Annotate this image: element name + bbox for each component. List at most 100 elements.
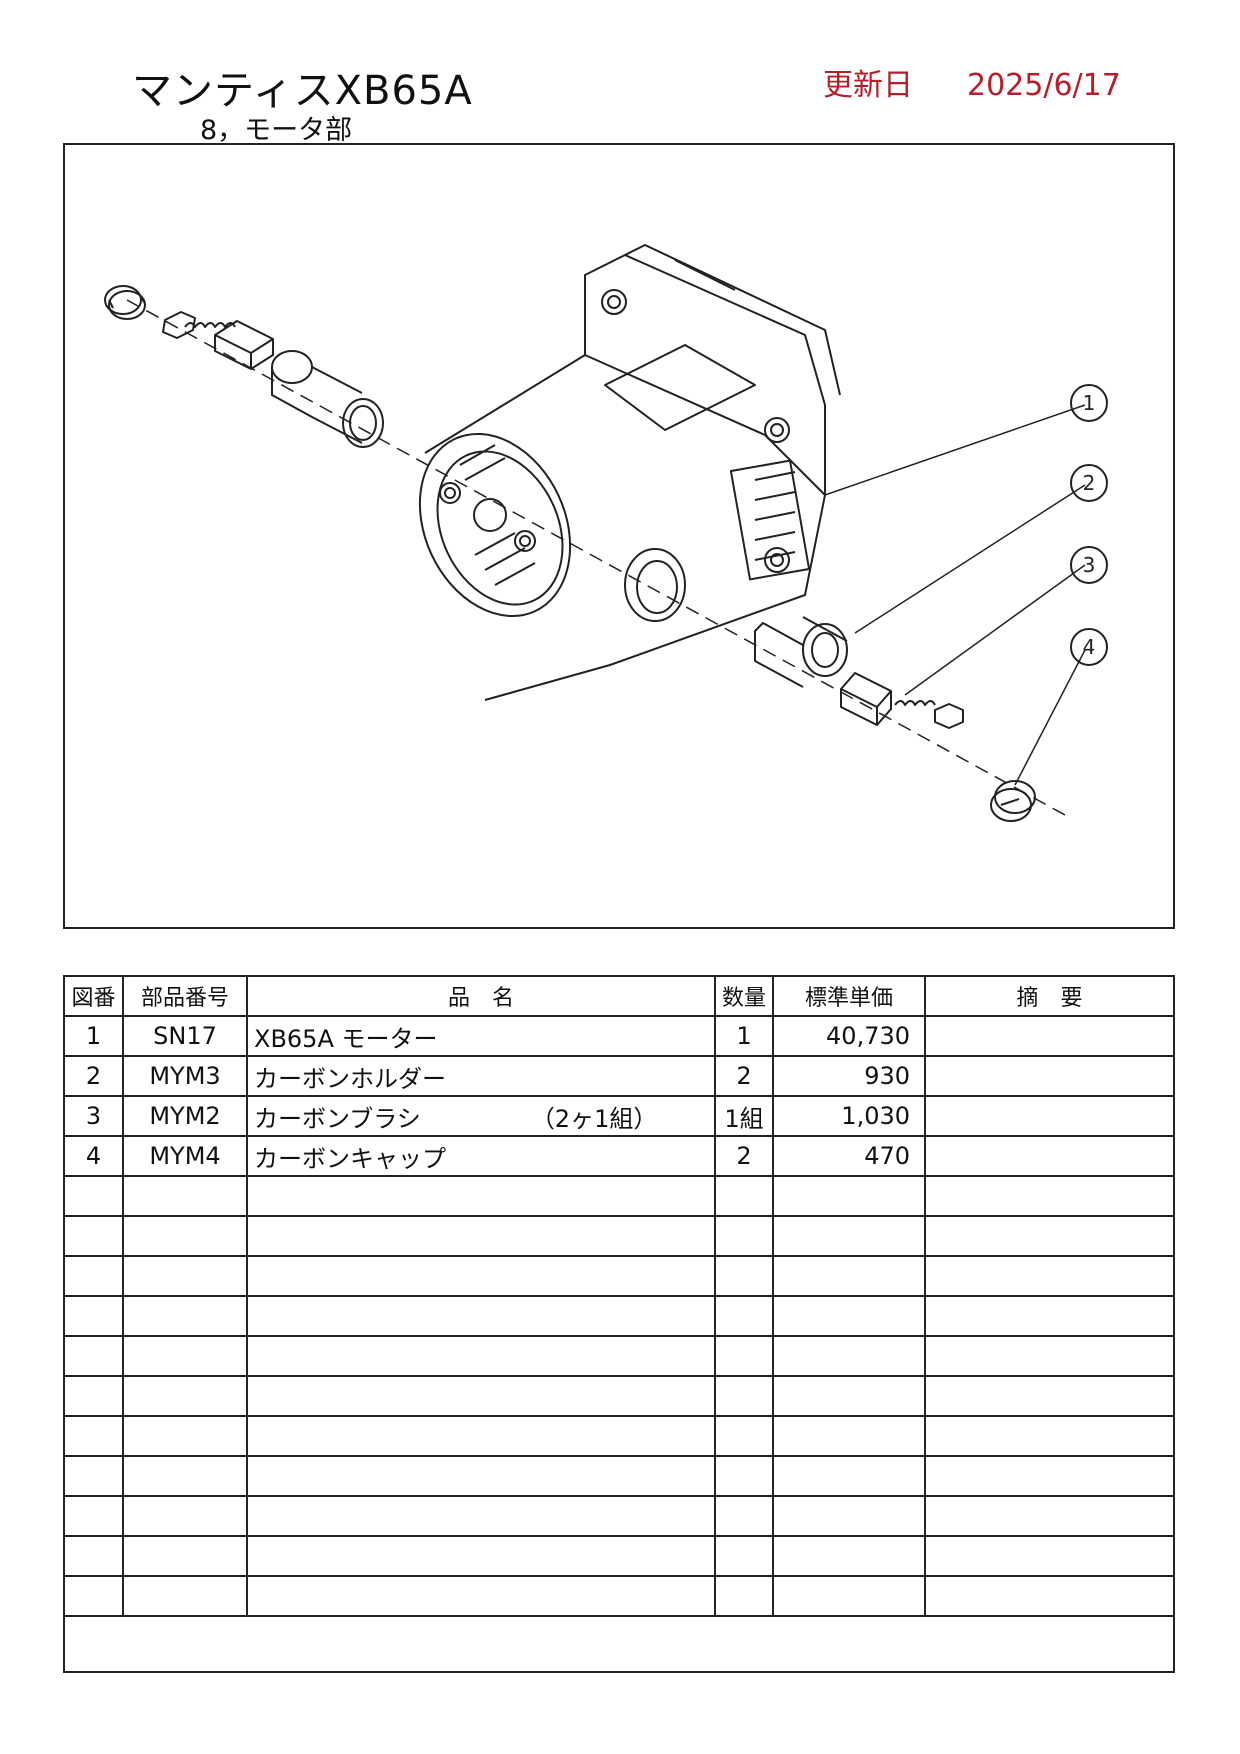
cell-note xyxy=(924,1495,1175,1537)
cell-price xyxy=(772,1255,927,1297)
cell-price xyxy=(772,1455,927,1497)
cell-no xyxy=(63,1415,124,1457)
cell-note xyxy=(924,1135,1175,1177)
cell-name xyxy=(246,1375,716,1417)
table-row-empty xyxy=(63,1375,1175,1417)
cell-qty xyxy=(713,1215,775,1257)
cell-qty xyxy=(713,1455,775,1497)
cell-no xyxy=(63,1255,124,1297)
cell-no xyxy=(63,1495,124,1537)
update-date: 2025/6/17 xyxy=(967,68,1121,103)
cell-part-number xyxy=(122,1175,248,1217)
cell-qty xyxy=(713,1415,775,1457)
cell-price xyxy=(772,1335,927,1377)
cell-price: 1,030 xyxy=(772,1095,927,1137)
cell-note xyxy=(924,1455,1175,1497)
cell-price: 930 xyxy=(772,1055,927,1097)
cell-price xyxy=(772,1415,927,1457)
table-row-empty xyxy=(63,1175,1175,1217)
table-row-empty xyxy=(63,1575,1175,1617)
cell-no xyxy=(63,1535,124,1577)
cell-name: カーボンキャップ xyxy=(246,1135,716,1177)
cell-price xyxy=(772,1535,927,1577)
cell-part-number xyxy=(122,1375,248,1417)
page-title: マンティスXB65A xyxy=(132,68,473,114)
cell-part-number xyxy=(122,1415,248,1457)
cell-no: 2 xyxy=(63,1055,124,1097)
table-row-empty xyxy=(63,1255,1175,1297)
footer-cell xyxy=(63,1615,1175,1673)
cell-note xyxy=(924,1175,1175,1217)
leader-lines xyxy=(824,404,1086,786)
cell-note xyxy=(924,1335,1175,1377)
cell-part-number xyxy=(122,1455,248,1497)
cell-no xyxy=(63,1295,124,1337)
part-name: カーボンホルダー xyxy=(254,1064,446,1093)
cell-name xyxy=(246,1295,716,1337)
cell-part-number xyxy=(122,1335,248,1377)
cell-no xyxy=(63,1375,124,1417)
table-row-empty xyxy=(63,1335,1175,1377)
cell-name xyxy=(246,1575,716,1617)
cell-note xyxy=(924,1215,1175,1257)
cell-note xyxy=(924,1375,1175,1417)
right-brush-drawing xyxy=(840,672,964,729)
cell-note xyxy=(924,1095,1175,1137)
motor-exploded-view: 1 2 3 4 xyxy=(104,244,1108,822)
left-brush-drawing xyxy=(162,311,274,370)
cell-price xyxy=(772,1575,927,1617)
cell-qty: 2 xyxy=(713,1135,775,1177)
table-row-empty xyxy=(63,1295,1175,1337)
cell-name xyxy=(246,1455,716,1497)
cell-name xyxy=(246,1215,716,1257)
left-holder-drawing xyxy=(271,350,384,448)
cell-qty: 1組 xyxy=(713,1095,775,1137)
cell-no: 4 xyxy=(63,1135,124,1177)
cell-no xyxy=(63,1575,124,1617)
header-part-number: 部品番号 xyxy=(122,975,248,1017)
cell-qty xyxy=(713,1495,775,1537)
cell-part-number xyxy=(122,1215,248,1257)
cell-note xyxy=(924,1255,1175,1297)
cell-name xyxy=(246,1495,716,1537)
cell-price xyxy=(772,1375,927,1417)
part-name: XB65A モーター xyxy=(254,1024,438,1053)
cell-qty: 1 xyxy=(713,1015,775,1057)
cell-note xyxy=(924,1055,1175,1097)
cell-part-number: MYM4 xyxy=(122,1135,248,1177)
cell-note xyxy=(924,1015,1175,1057)
part-name-note: （2ヶ1組） xyxy=(530,1104,658,1133)
cell-price: 40,730 xyxy=(772,1015,927,1057)
cell-name: カーボンホルダー xyxy=(246,1055,716,1097)
cell-part-number xyxy=(122,1575,248,1617)
cell-qty xyxy=(713,1255,775,1297)
part-name: カーボンブラシ xyxy=(254,1104,421,1133)
motor-drawing xyxy=(418,244,841,701)
cell-qty xyxy=(713,1535,775,1577)
callout-1-label: 1 xyxy=(1083,391,1096,415)
cell-part-number: MYM3 xyxy=(122,1055,248,1097)
cell-note xyxy=(924,1575,1175,1617)
cell-no xyxy=(63,1175,124,1217)
cell-name xyxy=(246,1335,716,1377)
header-qty: 数量 xyxy=(713,975,775,1017)
cell-no: 3 xyxy=(63,1095,124,1137)
cell-qty xyxy=(713,1575,775,1617)
left-cap-drawing xyxy=(104,285,146,320)
callouts xyxy=(1070,384,1108,666)
part-name: カーボンキャップ xyxy=(254,1144,446,1173)
cell-no: 1 xyxy=(63,1015,124,1057)
right-holder-drawing xyxy=(754,616,848,688)
callout-3-label: 3 xyxy=(1083,553,1096,577)
table-row-empty xyxy=(63,1455,1175,1497)
cell-name: XB65A モーター xyxy=(246,1015,716,1057)
table-row-empty xyxy=(63,1495,1175,1537)
cell-part-number xyxy=(122,1535,248,1577)
table-header-row: 図番 部品番号 品 名 数量 標準単価 摘 要 xyxy=(63,975,1175,1017)
cell-name xyxy=(246,1535,716,1577)
table-row-empty xyxy=(63,1415,1175,1457)
cell-note xyxy=(924,1535,1175,1577)
